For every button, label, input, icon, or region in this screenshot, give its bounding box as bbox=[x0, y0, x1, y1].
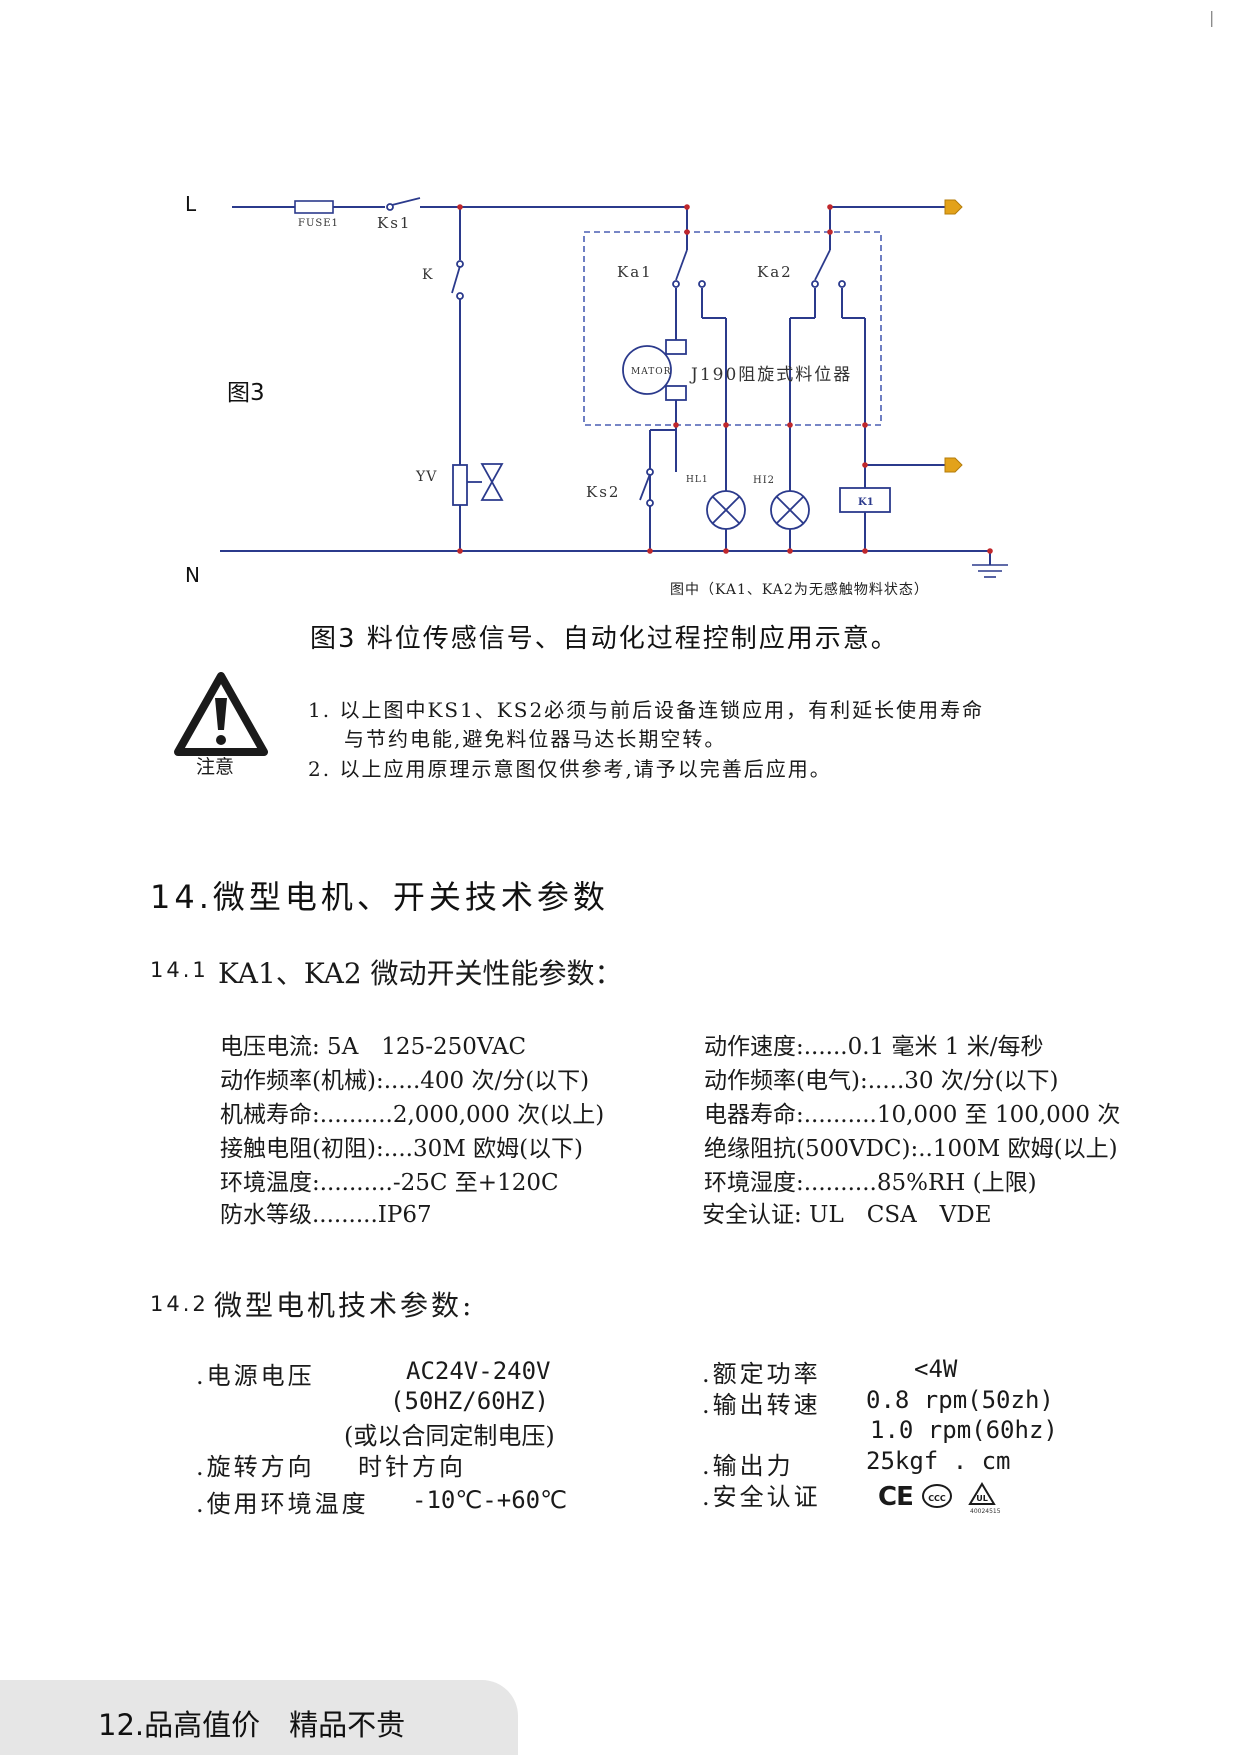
switch-param-right-3: 电器寿命:..........10,000 至 100,000 次 bbox=[704, 1102, 1121, 1128]
hl2-lamp bbox=[770, 490, 810, 530]
label-device: J190阻旋式料位器 bbox=[689, 365, 852, 385]
terminal-top bbox=[944, 199, 963, 215]
warning-item-1: 1. 以上图中KS1、KS2必须与前后设备连锁应用，有利延长使用寿命 bbox=[308, 698, 985, 722]
diagram-note: 图中（KA1、KA2为无感触物料状态） bbox=[670, 581, 929, 598]
switch-param-right-6: 安全认证: UL CSA VDE bbox=[702, 1202, 992, 1228]
motor-power-value: <4W bbox=[914, 1355, 958, 1383]
motor-force-value: 25kgf . cm bbox=[866, 1447, 1011, 1475]
label-ka1: Ka1 bbox=[617, 263, 653, 281]
ground-symbol bbox=[972, 564, 1008, 578]
cert-mark-ce: CE bbox=[878, 1482, 914, 1512]
cert-mark-ccc: CCC bbox=[922, 1484, 952, 1508]
cert-number: 40024515 bbox=[970, 1508, 1001, 1515]
motor-symbol bbox=[622, 339, 687, 401]
switch-param-left-2: 动作频率(机械):.....400 次/分(以下) bbox=[220, 1068, 590, 1094]
circuit-diagram: L N FUSE1 Ks1 K Ka1 Ka2 MATOR J190阻旋式料位器… bbox=[185, 192, 1008, 598]
switch-param-left-1: 电压电流: 5A 125-250VAC bbox=[220, 1034, 527, 1060]
corner-mark: | bbox=[1209, 8, 1215, 27]
subsection-1-number: 14.1 bbox=[150, 958, 209, 982]
section-title: 14.微型电机、开关技术参数 bbox=[150, 878, 609, 916]
switch-param-left-3: 机械寿命:..........2,000,000 次(以上) bbox=[220, 1102, 605, 1128]
label-fuse: FUSE1 bbox=[298, 218, 339, 229]
ka2-switch bbox=[811, 249, 846, 288]
switch-param-right-2: 动作频率(电气):.....30 次/分(以下) bbox=[704, 1068, 1059, 1094]
subsection-2-number: 14.2 bbox=[150, 1292, 209, 1316]
switch-param-left-5: 环境温度:..........-25C 至+120C bbox=[220, 1170, 559, 1196]
footer-text: 12.品高值价 精品不贵 bbox=[98, 1708, 406, 1742]
k-switch bbox=[451, 260, 464, 300]
terminal-bottom bbox=[944, 457, 963, 473]
switch-param-right-1: 动作速度:......0.1 毫米 1 米/每秒 bbox=[704, 1034, 1044, 1060]
label-hl1: HL1 bbox=[686, 475, 709, 485]
label-l: L bbox=[185, 192, 197, 216]
motor-voltage-label: .电源电压 bbox=[196, 1362, 315, 1390]
switch-param-left-4: 接触电阻(初阻):....30M 欧姆(以下) bbox=[220, 1136, 584, 1162]
warning-item-2: 2. 以上应用原理示意图仅供参考,请予以完善后应用。 bbox=[308, 757, 832, 781]
subsection-1-title: KA1、KA2 微动开关性能参数： bbox=[218, 957, 623, 990]
motor-speed-value-60hz: 1.0 rpm(60hz) bbox=[870, 1416, 1058, 1444]
label-yv: YV bbox=[415, 469, 437, 485]
switch-param-right-5: 环境湿度:..........85%RH (上限) bbox=[704, 1170, 1037, 1196]
switch-param-left-6: 防水等级.........IP67 bbox=[220, 1202, 432, 1228]
yv-valve-symbol bbox=[452, 463, 504, 506]
label-ks1: Ks1 bbox=[377, 214, 411, 232]
motor-speed-label: .输出转速 bbox=[702, 1391, 821, 1419]
figure-label: 图3 bbox=[227, 380, 265, 406]
motor-rotation-label: .旋转方向 bbox=[196, 1453, 315, 1481]
cert-mark-ul-icon: UL bbox=[968, 1482, 996, 1505]
device-boundary bbox=[583, 231, 882, 426]
motor-temperature-label: .使用环境温度 bbox=[196, 1490, 369, 1518]
switch-param-right-4: 绝缘阻抗(500VDC):..100M 欧姆(以上) bbox=[704, 1136, 1118, 1162]
motor-voltage-frequency: (50HZ/60HZ) bbox=[390, 1387, 549, 1415]
motor-speed-value-50hz: 0.8 rpm(50zh) bbox=[866, 1386, 1054, 1414]
ka1-switch bbox=[672, 249, 706, 288]
footer-band bbox=[0, 1680, 518, 1755]
cert-mark-ccc-text: CCC bbox=[928, 1494, 946, 1503]
figure-caption: 图3 料位传感信号、自动化过程控制应用示意。 bbox=[310, 624, 899, 654]
warning-item-1-continued: 与节约电能,避免料位器马达长期空转。 bbox=[344, 727, 727, 751]
cert-mark-ul-text: UL bbox=[976, 1494, 988, 1503]
hl1-lamp bbox=[706, 490, 746, 530]
warning-icon bbox=[174, 672, 268, 756]
ks1-switch bbox=[386, 197, 421, 211]
k1-relay bbox=[839, 487, 891, 513]
label-ks2: Ks2 bbox=[586, 483, 620, 501]
label-n: N bbox=[185, 563, 200, 587]
ks2-switch bbox=[639, 468, 654, 507]
motor-force-label: .输出力 bbox=[702, 1452, 794, 1480]
label-ka2: Ka2 bbox=[757, 263, 793, 281]
motor-voltage-note: (或以合同定制电压) bbox=[344, 1422, 555, 1450]
warning-label: 注意 bbox=[196, 756, 235, 778]
label-motor: MATOR bbox=[631, 367, 671, 377]
motor-certification-label: .安全认证 bbox=[702, 1483, 821, 1511]
label-k1: K1 bbox=[858, 497, 874, 508]
label-k: K bbox=[422, 267, 433, 283]
motor-power-label: .额定功率 bbox=[702, 1360, 821, 1388]
junction-nodes bbox=[457, 204, 993, 554]
motor-voltage-value: AC24V-240V bbox=[406, 1357, 551, 1385]
motor-temperature-value: -10℃-+60℃ bbox=[412, 1486, 568, 1514]
subsection-2-title: 微型电机技术参数: bbox=[214, 1289, 475, 1322]
wires bbox=[220, 206, 991, 565]
motor-rotation-value: 时针方向 bbox=[358, 1453, 466, 1481]
label-hl2: HI2 bbox=[753, 475, 775, 486]
fuse-symbol bbox=[294, 200, 334, 214]
